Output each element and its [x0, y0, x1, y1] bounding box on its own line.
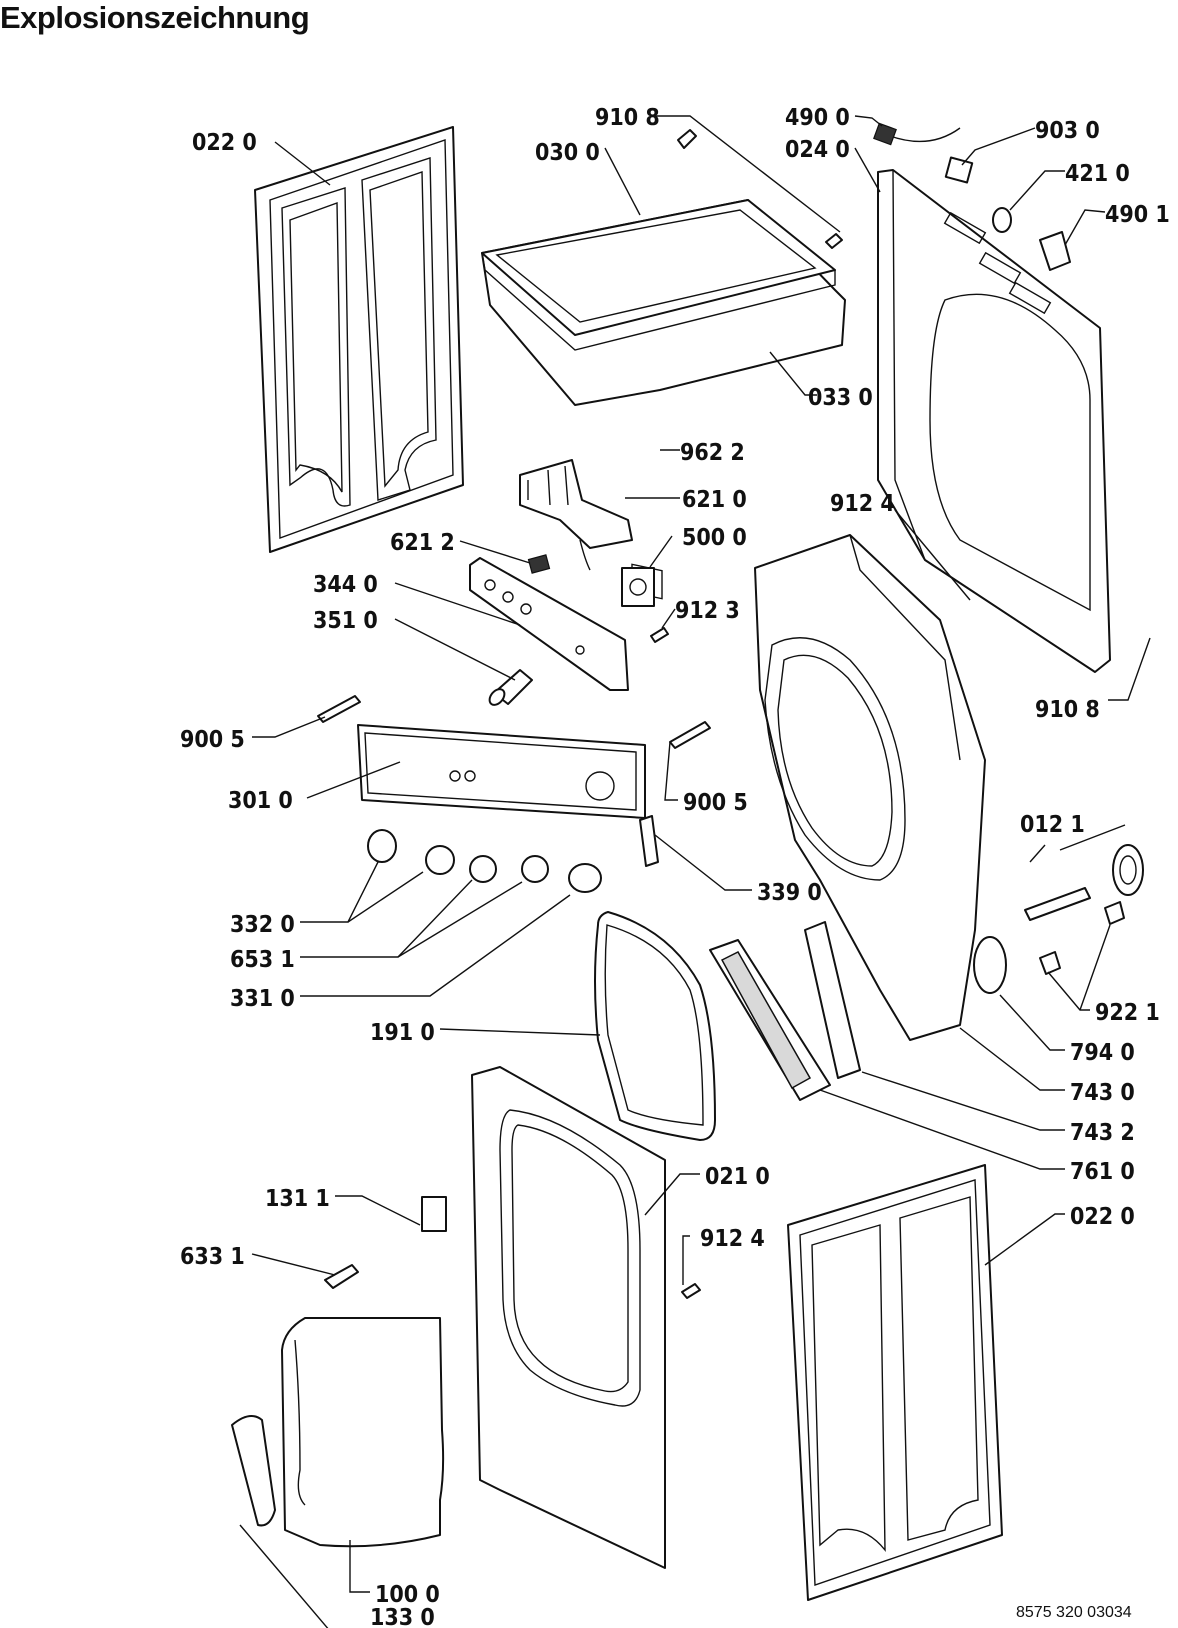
part-labels: 022 0 910 8 030 0 490 0 024 0 903 0 421 …: [180, 105, 1170, 1628]
label-344-0: 344 0: [313, 572, 378, 598]
label-653-1: 653 1: [230, 947, 295, 973]
label-743-0: 743 0: [1070, 1080, 1135, 1106]
control-module: [519, 459, 633, 571]
ring-794-0: [973, 936, 1007, 994]
screw-912-3: [650, 627, 669, 643]
label-743-2: 743 2: [1070, 1120, 1135, 1146]
switch-621-2: [527, 554, 551, 574]
door: [281, 1317, 445, 1548]
label-500-0: 500 0: [682, 525, 747, 551]
label-033-0: 033 0: [808, 385, 873, 411]
top-cover: [481, 199, 846, 406]
filter-housing: [709, 921, 861, 1101]
control-bracket: [469, 557, 629, 691]
small-electrical-parts: [944, 156, 1071, 271]
label-022-0-left: 022 0: [192, 130, 257, 156]
leader-lines: [239, 115, 1151, 1628]
document-code: 8575 320 03034: [1016, 1604, 1132, 1621]
lamp: [488, 669, 533, 706]
label-421-0: 421 0: [1065, 161, 1130, 187]
label-133-0: 133 0: [370, 1605, 435, 1628]
hinge-633-1: [324, 1264, 359, 1289]
label-024-0: 024 0: [785, 137, 850, 163]
label-301-0: 301 0: [228, 788, 293, 814]
bracket-339-0: [639, 815, 659, 867]
screw-912-4-bottom: [681, 1283, 701, 1299]
wheel-shaft: [1024, 844, 1144, 975]
label-191-0: 191 0: [370, 1020, 435, 1046]
label-030-0: 030 0: [535, 140, 600, 166]
control-panel: [357, 724, 646, 819]
label-912-4-bottom: 912 4: [700, 1226, 765, 1252]
label-761-0: 761 0: [1070, 1159, 1135, 1185]
label-621-0: 621 0: [682, 487, 747, 513]
side-panel-right: [787, 1164, 1003, 1601]
label-131-1: 131 1: [265, 1186, 330, 1212]
label-621-2: 621 2: [390, 530, 455, 556]
front-panel: [471, 1066, 666, 1569]
timer: [621, 567, 655, 607]
label-331-0: 331 0: [230, 986, 295, 1012]
door-handle: [231, 1415, 276, 1527]
back-panel: [877, 169, 1111, 673]
power-cord: [873, 122, 961, 146]
label-012-1: 012 1: [1020, 812, 1085, 838]
label-490-0: 490 0: [785, 105, 850, 131]
label-910-8-top: 910 8: [595, 105, 660, 131]
label-022-0-right: 022 0: [1070, 1204, 1135, 1230]
drum-frame: [754, 534, 986, 1041]
label-339-0: 339 0: [757, 880, 822, 906]
label-922-1: 922 1: [1095, 1000, 1160, 1026]
door-seal: [594, 911, 716, 1141]
label-910-8-right: 910 8: [1035, 697, 1100, 723]
screw-910-8-top: [677, 129, 843, 249]
label-912-3: 912 3: [675, 598, 740, 624]
label-490-1: 490 1: [1105, 202, 1170, 228]
label-100-0: 100 0: [375, 1582, 440, 1608]
label-900-5-left: 900 5: [180, 727, 245, 753]
fastener-900-5-right: [669, 721, 711, 749]
side-panel-left: [254, 126, 464, 553]
knobs: [367, 829, 602, 893]
label-332-0: 332 0: [230, 912, 295, 938]
label-633-1: 633 1: [180, 1244, 245, 1270]
label-021-0: 021 0: [705, 1164, 770, 1190]
label-962-2: 962 2: [680, 440, 745, 466]
label-912-4-top: 912 4: [830, 491, 895, 517]
label-794-0: 794 0: [1070, 1040, 1135, 1066]
label-900-5-right: 900 5: [683, 790, 748, 816]
label-903-0: 903 0: [1035, 118, 1100, 144]
fastener-900-5-left: [317, 695, 361, 723]
label-351-0: 351 0: [313, 608, 378, 634]
door-lock: [421, 1196, 447, 1232]
page-title: Explosionszeichnung: [0, 0, 310, 35]
